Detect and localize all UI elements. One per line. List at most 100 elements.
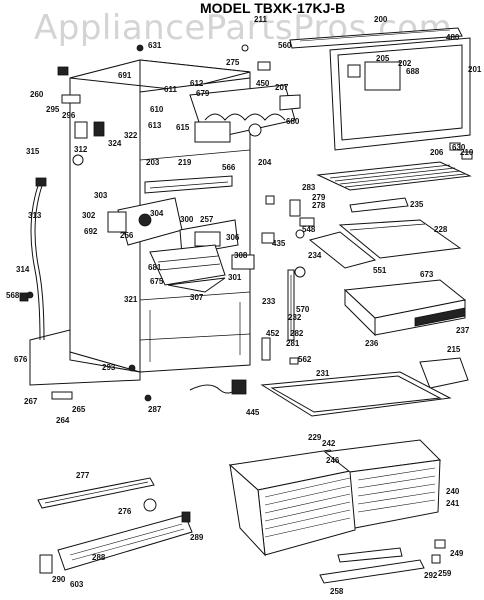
crisper-drawers <box>228 439 442 584</box>
label-242: 242 <box>322 439 336 448</box>
label-691: 691 <box>118 71 132 80</box>
label-615: 615 <box>176 123 190 132</box>
label-229: 229 <box>308 433 322 442</box>
label-264: 264 <box>56 416 70 425</box>
label-324: 324 <box>108 139 122 148</box>
label-675: 675 <box>150 277 164 286</box>
bottom-left-parts <box>37 477 193 574</box>
label-215: 215 <box>447 345 461 354</box>
label-283: 283 <box>302 183 316 192</box>
label-277: 277 <box>76 471 90 480</box>
label-679: 679 <box>196 89 210 98</box>
label-296: 296 <box>62 111 76 120</box>
label-603: 603 <box>70 580 84 589</box>
label-236: 236 <box>365 339 379 348</box>
label-240: 240 <box>446 487 460 496</box>
adjustable-shelf-228 <box>308 219 462 269</box>
label-267: 267 <box>24 397 38 406</box>
label-202: 202 <box>398 59 412 68</box>
freezer-door <box>289 27 471 151</box>
label-566: 566 <box>222 163 236 172</box>
label-548: 548 <box>302 225 316 234</box>
label-630: 630 <box>452 143 466 152</box>
label-237: 237 <box>456 326 470 335</box>
label-290: 290 <box>52 575 66 584</box>
label-688: 688 <box>406 67 420 76</box>
label-292: 292 <box>424 571 438 580</box>
label-258: 258 <box>330 587 344 596</box>
small-hardware <box>26 44 473 564</box>
label-322: 322 <box>124 131 138 140</box>
label-681: 681 <box>148 263 162 272</box>
label-560: 560 <box>278 41 292 50</box>
label-692: 692 <box>84 227 98 236</box>
label-568: 568 <box>6 291 20 300</box>
label-551: 551 <box>373 266 387 275</box>
label-315: 315 <box>26 147 40 156</box>
rails-233 <box>261 269 295 361</box>
label-288: 288 <box>92 553 106 562</box>
part-labels: 200 201 202 203 204 205 206 207 210 211 … <box>6 15 482 596</box>
label-673: 673 <box>420 270 434 279</box>
label-282: 282 <box>290 329 304 338</box>
label-570: 570 <box>296 305 310 314</box>
label-259: 259 <box>438 569 452 578</box>
label-276: 276 <box>118 507 132 516</box>
label-480: 480 <box>446 33 460 42</box>
control-housing <box>107 197 239 256</box>
label-235: 235 <box>410 200 424 209</box>
ice-maker-assembly <box>189 84 301 143</box>
label-302: 302 <box>82 211 96 220</box>
label-312: 312 <box>74 145 88 154</box>
label-234: 234 <box>308 251 322 260</box>
label-207: 207 <box>275 83 289 92</box>
label-303: 303 <box>94 191 108 200</box>
label-680: 680 <box>286 117 300 126</box>
label-233: 233 <box>262 297 276 306</box>
glass-shelf-229 <box>260 371 452 417</box>
label-293: 293 <box>102 363 116 372</box>
label-450: 450 <box>256 79 270 88</box>
label-562: 562 <box>298 355 312 364</box>
label-281: 281 <box>286 339 300 348</box>
label-219: 219 <box>178 158 192 167</box>
label-265: 265 <box>72 405 86 414</box>
label-203: 203 <box>146 158 160 167</box>
label-306: 306 <box>226 233 240 242</box>
label-612: 612 <box>190 79 204 88</box>
label-204: 204 <box>258 158 272 167</box>
label-295: 295 <box>46 105 60 114</box>
crisper-trim-203 <box>144 175 233 194</box>
label-313: 313 <box>28 211 42 220</box>
switch-plate <box>231 254 255 270</box>
label-321: 321 <box>124 295 138 304</box>
shelf-rail-235 <box>349 197 409 213</box>
upper-hinge-parts <box>19 66 105 302</box>
model-title: MODEL TBXK-17KJ-B <box>200 0 346 16</box>
freezer-shelf-206 <box>316 161 472 191</box>
label-246: 246 <box>326 456 340 465</box>
label-260: 260 <box>30 90 44 99</box>
label-279: 279 <box>312 193 326 202</box>
label-308: 308 <box>234 251 248 260</box>
label-300: 300 <box>180 215 194 224</box>
bin-215 <box>419 357 469 389</box>
label-304: 304 <box>150 209 164 218</box>
label-201: 201 <box>468 65 482 74</box>
label-314: 314 <box>16 265 30 274</box>
label-611: 611 <box>164 85 177 94</box>
label-613: 613 <box>148 121 162 130</box>
label-307: 307 <box>190 293 204 302</box>
label-275: 275 <box>226 58 240 67</box>
meat-pan-236 <box>343 279 467 337</box>
label-610: 610 <box>150 105 164 114</box>
label-241: 241 <box>446 499 460 508</box>
light-shield <box>149 244 226 293</box>
label-249: 249 <box>450 549 464 558</box>
label-445: 445 <box>246 408 260 417</box>
label-278: 278 <box>312 201 326 210</box>
label-289: 289 <box>190 533 204 542</box>
label-435: 435 <box>272 239 286 248</box>
label-256: 256 <box>120 231 134 240</box>
